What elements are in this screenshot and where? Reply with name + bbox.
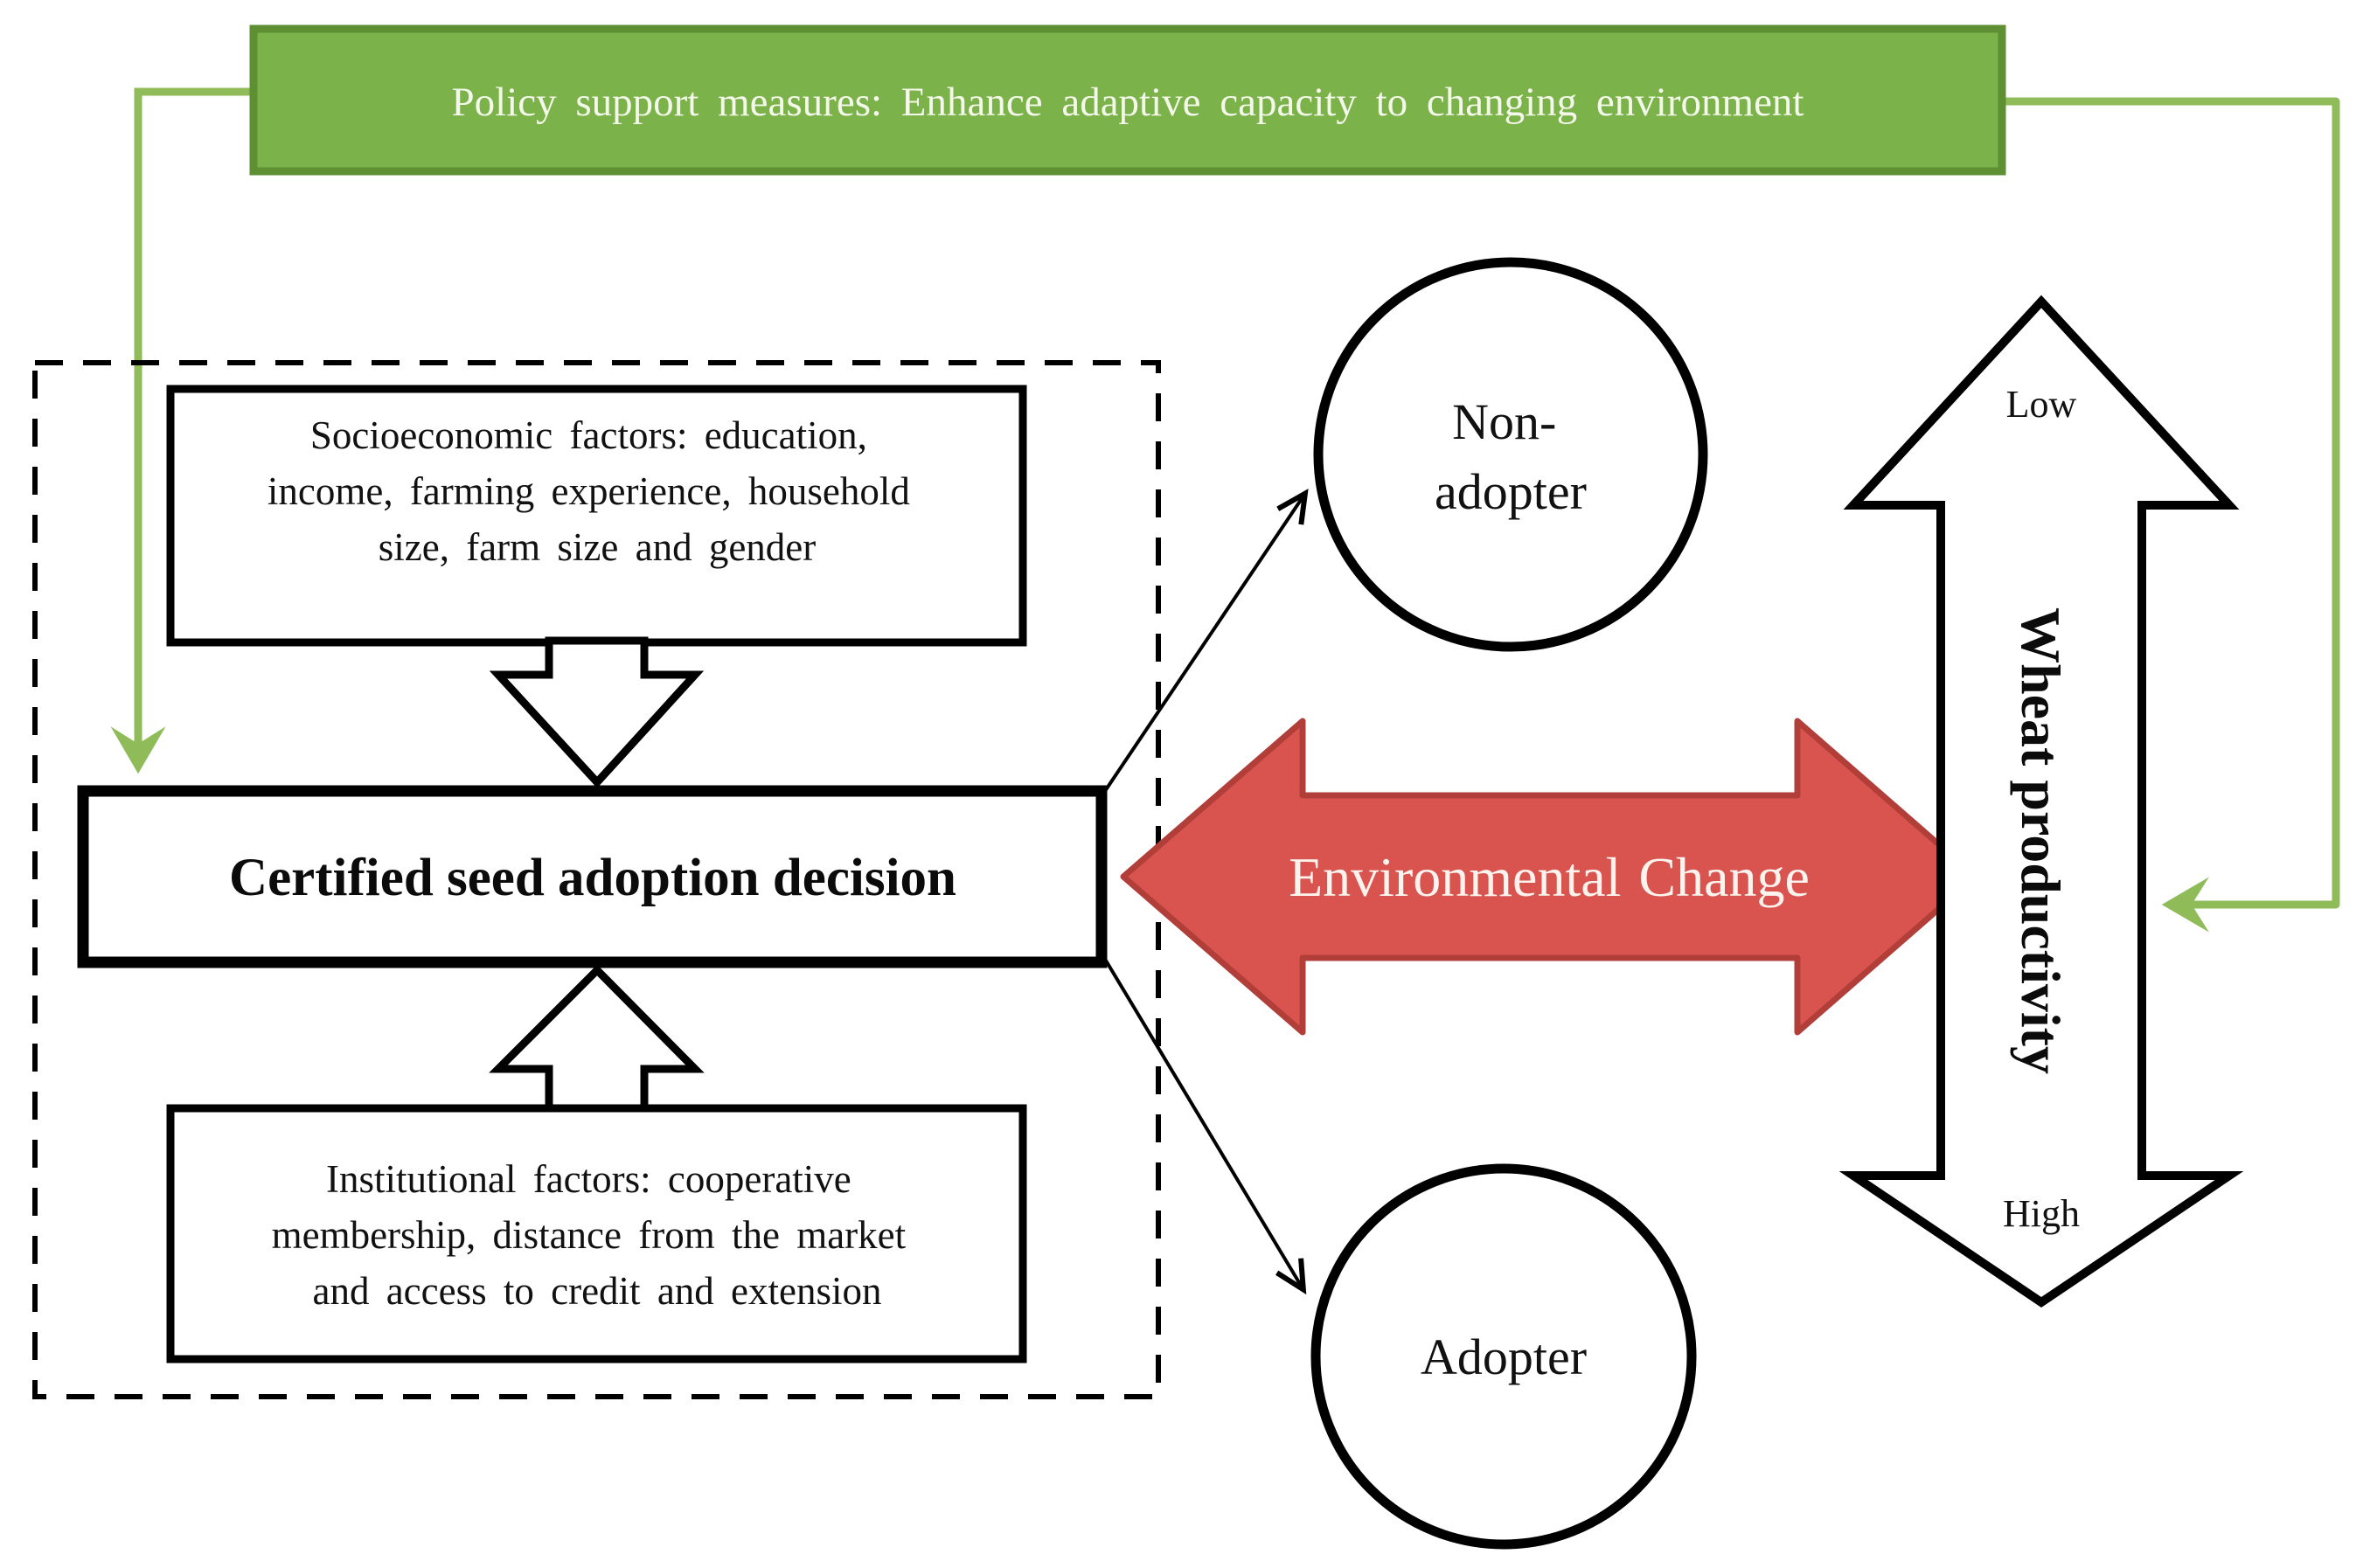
socioeconomic-line-2: income, farming experience, household	[268, 469, 910, 513]
socioeconomic-box-outline	[166, 385, 1027, 647]
wheat-productivity-arrow-shape	[1838, 295, 2244, 1308]
policy-to-decision-connector-arrow	[110, 87, 255, 774]
environmental-change-arrow: Environmental Change	[1120, 718, 1979, 1036]
socioeconomic-box-text: Socioeconomic factors: education, income…	[268, 413, 927, 569]
institutional-line-3: and access to credit and extension	[312, 1269, 881, 1313]
wheat-productivity-arrow: Low High Wheat productivity	[1838, 295, 2244, 1308]
up-block-arrow-icon	[489, 964, 705, 1114]
non-adopter-circle-outline	[1313, 257, 1708, 652]
decision-box-label: Certified seed adoption decision	[229, 849, 956, 907]
policy-banner: Policy support measures: Enhance adaptiv…	[249, 24, 2006, 176]
socioeconomic-line-1: Socioeconomic factors: education,	[310, 413, 867, 457]
adopter-circle: Adopter	[1310, 1163, 1697, 1550]
adopter-label: Adopter	[1421, 1329, 1587, 1385]
institutional-line-2: membership, distance from the market	[272, 1213, 907, 1257]
institutional-line-1: Institutional factors: cooperative	[326, 1157, 851, 1201]
decision-to-non-adopter-arrow	[1102, 489, 1309, 795]
non-adopter-line-1: Non-	[1452, 393, 1556, 450]
institutional-box-text: Institutional factors: cooperative membe…	[272, 1157, 923, 1313]
decision-to-adopter-arrow	[1102, 954, 1307, 1295]
environmental-change-label: Environmental Change	[1289, 846, 1810, 908]
policy-banner-box	[249, 24, 2006, 176]
productivity-low-label: Low	[2006, 383, 2077, 426]
policy-to-productivity-connector-arrow	[2000, 97, 2340, 933]
non-adopter-line-2: adopter	[1435, 463, 1587, 520]
institutional-box-outline	[166, 1104, 1027, 1363]
down-block-arrow-icon	[489, 636, 705, 788]
policy-banner-label: Policy support measures: Enhance adaptiv…	[452, 80, 1804, 125]
decision-box-outline	[77, 785, 1108, 968]
socioeconomic-factors-box: Socioeconomic factors: education, income…	[166, 385, 1027, 647]
productivity-high-label: High	[2003, 1192, 2080, 1235]
wheat-productivity-label: Wheat productivity	[2010, 607, 2072, 1074]
institutional-factors-box: Institutional factors: cooperative membe…	[166, 1104, 1027, 1363]
socioeconomic-line-3: size, farm size and gender	[379, 525, 817, 569]
non-adopter-circle: Non- adopter	[1313, 257, 1708, 652]
non-adopter-label: Non- adopter	[1435, 393, 1587, 520]
adopter-circle-outline	[1310, 1163, 1697, 1550]
decision-box: Certified seed adoption decision	[77, 785, 1108, 968]
